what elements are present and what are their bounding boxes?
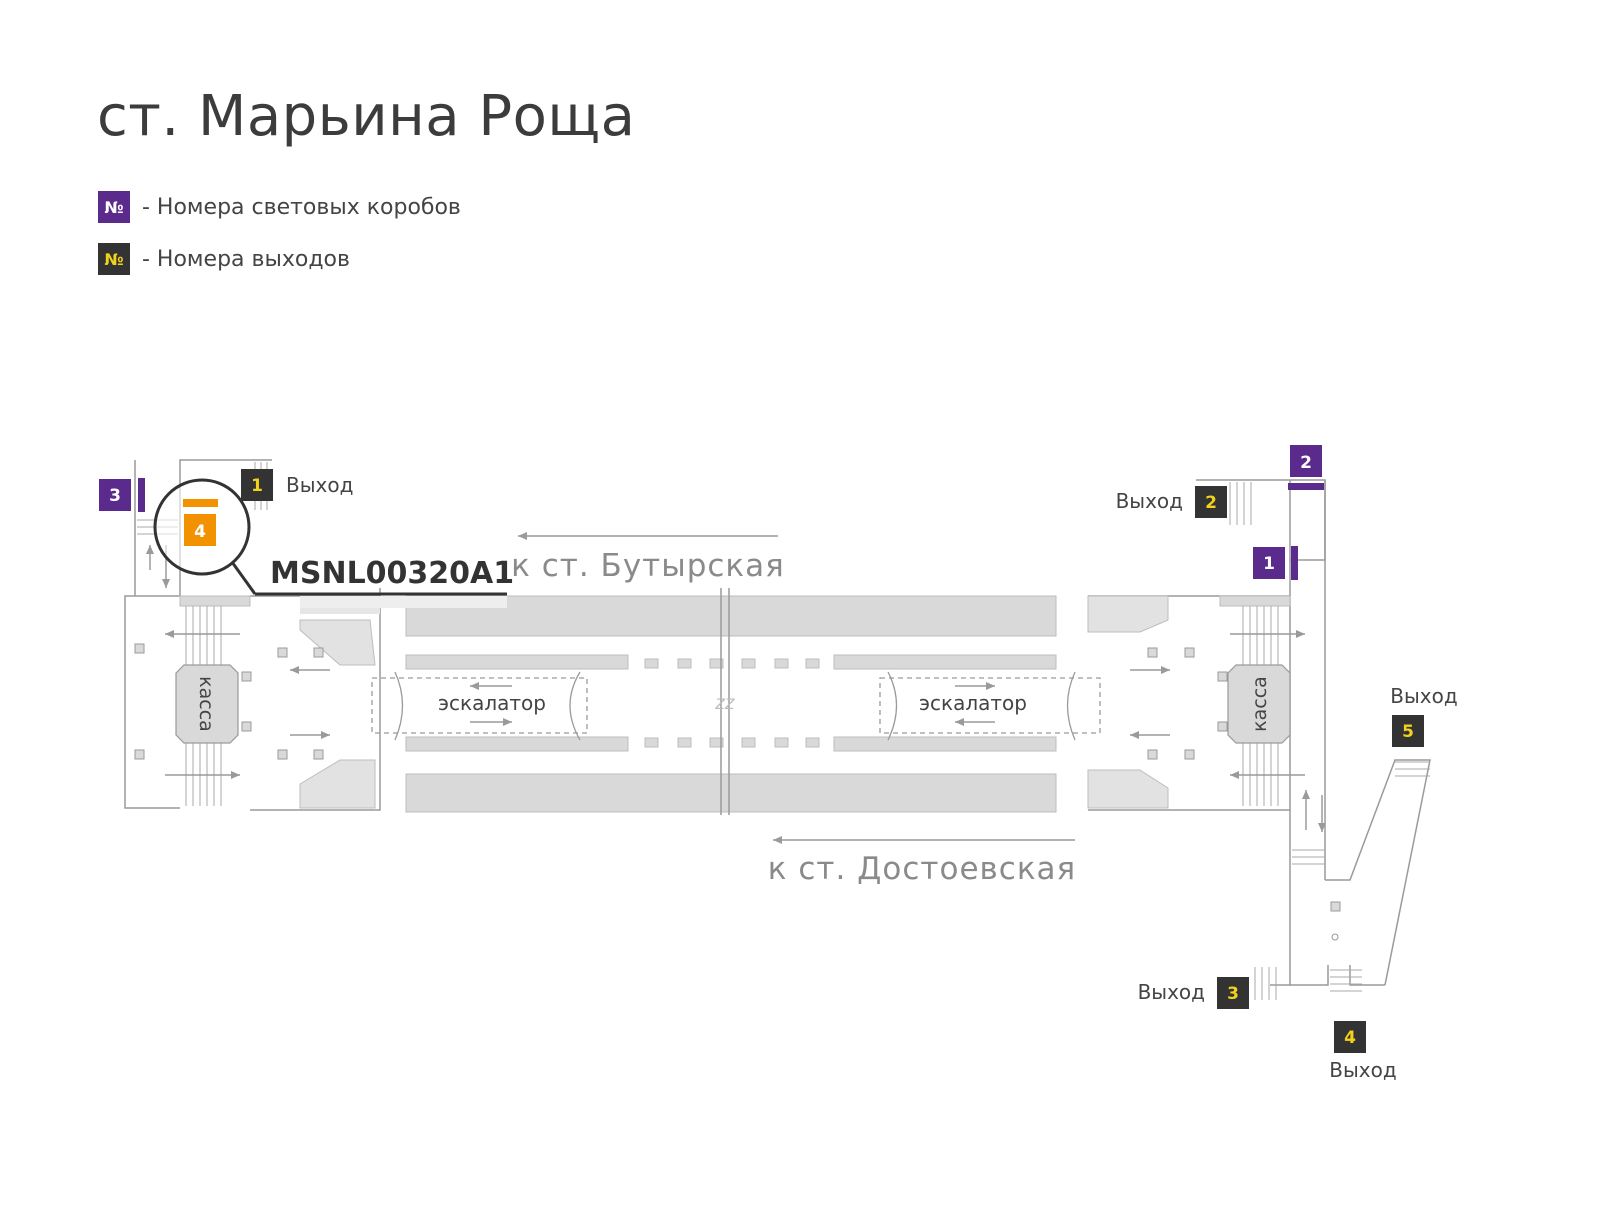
exit-3: 3 Выход	[1138, 977, 1249, 1009]
exit-3-label: Выход	[1138, 980, 1205, 1004]
direction-top-label: к ст. Бутырская	[511, 548, 785, 584]
exit-1-number: 1	[251, 476, 263, 496]
exit-1: 1 Выход	[241, 469, 353, 501]
legend-lightbox-text: - Номера световых коробов	[142, 194, 461, 220]
highlight-code: MSNL00320A1	[270, 556, 514, 591]
legend-lightbox: № - Номера световых коробов	[98, 191, 461, 223]
highlight-lightbox-number: 4	[194, 522, 206, 542]
exit-5-label: Выход	[1390, 684, 1457, 708]
platform-markers	[644, 658, 820, 748]
lightbox-3: 3	[99, 478, 145, 512]
cashier-left-label: касса	[195, 676, 217, 732]
legend-exit: № - Номера выходов	[98, 243, 350, 275]
cashier-left	[175, 664, 239, 744]
cashier-right-label: касса	[1249, 676, 1271, 732]
direction-bottom-label: к ст. Достоевская	[768, 851, 1076, 887]
exit-2: 2 Выход	[1116, 486, 1227, 518]
exit-2-number: 2	[1205, 493, 1217, 513]
lightbox-3-number: 3	[109, 486, 121, 506]
escalator-left-label: эскалатор	[438, 691, 546, 715]
highlight-callout: 4 MSNL00320A1	[153, 478, 514, 608]
exit-4: 4 Выход	[1329, 1021, 1397, 1082]
page-title: ст. Марьина Роща	[97, 84, 636, 149]
exit-5-number: 5	[1402, 722, 1414, 742]
exit-4-number: 4	[1344, 1028, 1356, 1048]
lightbox-2: 2	[1288, 445, 1324, 490]
lightbox-1: 1	[1253, 546, 1298, 580]
lightbox-1-number: 1	[1263, 554, 1275, 574]
escalator-right-label: эскалатор	[919, 691, 1027, 715]
platforms	[179, 595, 1291, 813]
legend-lightbox-badge: №	[98, 191, 130, 223]
lightbox-2-number: 2	[1300, 453, 1312, 473]
highlight-lightbox-badge	[184, 514, 216, 546]
columns	[134, 643, 1341, 912]
legend-exit-badge: №	[98, 243, 130, 275]
exit-1-label: Выход	[286, 473, 353, 497]
exit-2-label: Выход	[1116, 489, 1183, 513]
flow-arrows	[146, 545, 1326, 832]
exit-3-number: 3	[1227, 984, 1239, 1004]
track-break-label: ZZ	[714, 697, 735, 713]
exit-5: 5 Выход	[1390, 684, 1458, 747]
escalator-right	[879, 677, 1101, 734]
legend-exit-text: - Номера выходов	[142, 246, 350, 272]
exit-4-label: Выход	[1329, 1058, 1396, 1082]
track-break	[720, 588, 730, 815]
cashier-right	[1227, 664, 1291, 744]
